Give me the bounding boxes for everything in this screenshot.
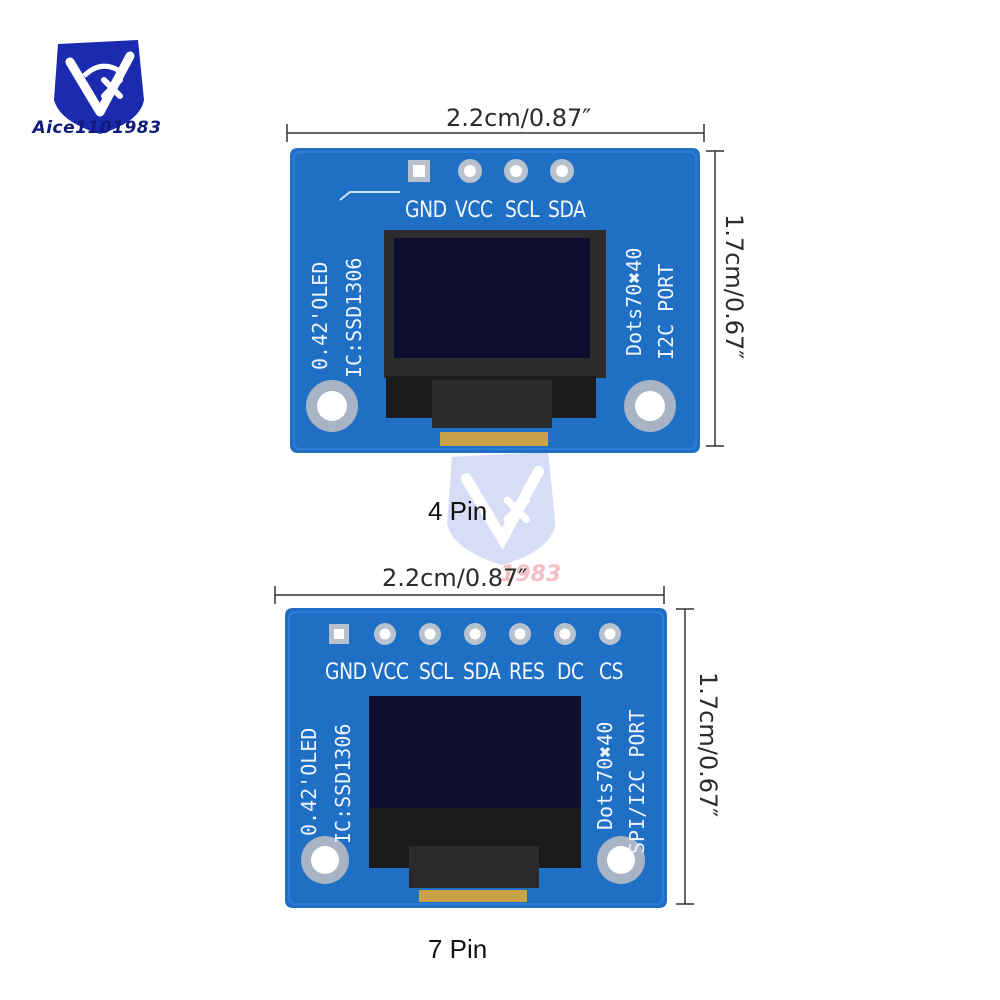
pin-label-sda: SDA	[548, 198, 586, 223]
port-text-2: SPI/I2C PORT	[625, 709, 649, 855]
brand-text: Aice1101983	[22, 118, 172, 138]
module-type-text: 0.42'OLED	[308, 261, 332, 370]
pin-label-gnd: GND	[405, 198, 447, 223]
pin-label-gnd-2: GND	[325, 660, 367, 685]
oled-module-4pin: GND VCC SCL SDA 0.42'OLED IC:SSD1306 Dot…	[290, 148, 700, 453]
caption-7-pin: 7 Pin	[428, 934, 488, 964]
width-dimension-line-2	[274, 586, 665, 604]
pin-label-dc: DC	[557, 660, 584, 685]
brand-logo: Aice1101983	[22, 30, 172, 150]
pin-label-res: RES	[509, 660, 545, 685]
height-dimension-line-2	[676, 608, 694, 905]
caption-4-pin: 4 Pin	[428, 496, 488, 526]
pin-label-vcc: VCC	[455, 198, 493, 223]
pin-label-scl: SCL	[505, 198, 540, 223]
width-label-2: 2.2cm/0.87″	[382, 564, 528, 592]
ic-text: IC:SSD1306	[342, 257, 366, 378]
pin-label-vcc-2: VCC	[371, 660, 409, 685]
dots-text: Dots70✖40	[622, 247, 646, 356]
ic-text-2: IC:SSD1306	[331, 723, 355, 844]
pin-label-cs: CS	[599, 660, 624, 685]
port-text: I2C PORT	[654, 263, 678, 360]
brand-text-value: Aice1101983	[32, 118, 162, 138]
watermark-shield-icon	[447, 452, 556, 566]
height-label-2: 1.7cm/0.67″	[694, 672, 722, 818]
width-label-1: 2.2cm/0.87″	[446, 104, 592, 132]
height-label-1: 1.7cm/0.67″	[720, 214, 748, 360]
oled-module-7pin: GND VCC SCL SDA RES DC CS 0.42'OLED IC:S…	[285, 608, 667, 908]
watermark-text: 1983	[500, 562, 562, 587]
module-type-text-2: 0.42'OLED	[297, 727, 321, 836]
dots-text-2: Dots70✖40	[593, 721, 617, 830]
pin-label-scl-2: SCL	[419, 660, 454, 685]
brand-shield-icon	[54, 40, 144, 134]
width-dimension-line-1	[286, 124, 705, 142]
pin-label-sda-2: SDA	[463, 660, 501, 685]
height-dimension-line-1	[706, 150, 724, 447]
